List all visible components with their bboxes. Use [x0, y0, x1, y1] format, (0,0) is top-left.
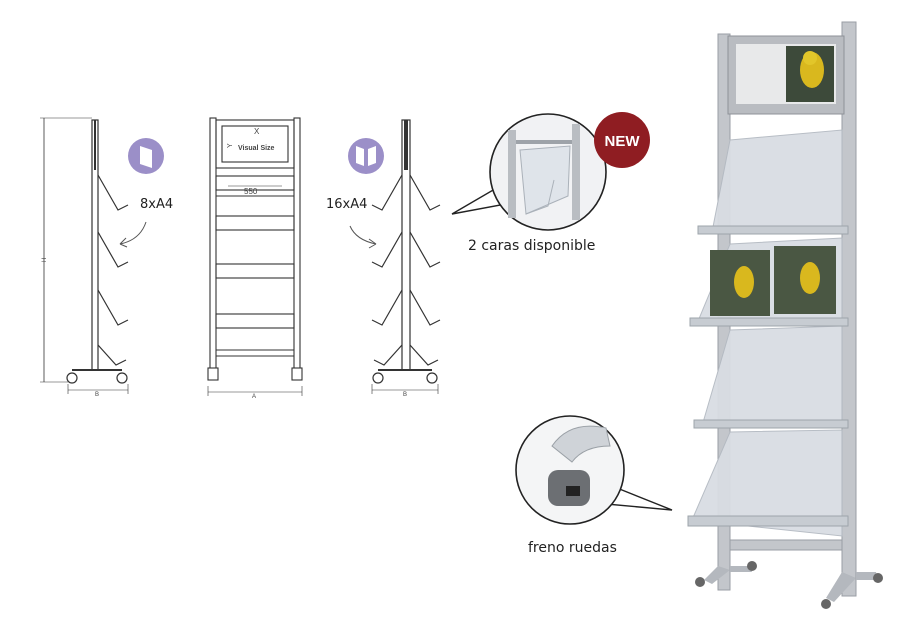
- stand-3d-illustration: [687, 21, 883, 609]
- parrot-header-picture: [786, 46, 834, 102]
- single-sided-icon: [128, 138, 164, 174]
- capacity-single-label: 8xA4: [140, 197, 173, 212]
- side-width-label: B: [95, 392, 99, 398]
- double-sided-icon: [348, 138, 384, 174]
- visual-size-label: Visual Size: [238, 145, 275, 152]
- parrot-brochures: [710, 246, 836, 316]
- visual-x-label: X: [254, 127, 260, 136]
- caster-wheel: [116, 372, 128, 384]
- capacity-double-label: 16xA4: [326, 197, 367, 212]
- height-label: H: [42, 258, 48, 262]
- double-width-label: B: [403, 392, 407, 398]
- two-sides-caption: 2 caras disponible: [468, 238, 595, 254]
- side-view-single: [40, 117, 129, 394]
- front-view: [207, 117, 303, 396]
- caster-wheel: [66, 372, 78, 384]
- side-view-double: [371, 119, 441, 394]
- capacity-arrow: [119, 221, 147, 245]
- wheel-brake-detail-bubble: [515, 415, 673, 525]
- wheel-brake-caption: freno ruedas: [528, 540, 617, 556]
- front-width-label: A: [252, 394, 256, 400]
- two-sides-detail-bubble: [451, 113, 607, 231]
- new-badge-text: NEW: [605, 133, 641, 150]
- new-badge: NEW: [594, 112, 650, 168]
- width-550-label: 550: [244, 187, 258, 196]
- visual-y-label: Y: [227, 143, 234, 148]
